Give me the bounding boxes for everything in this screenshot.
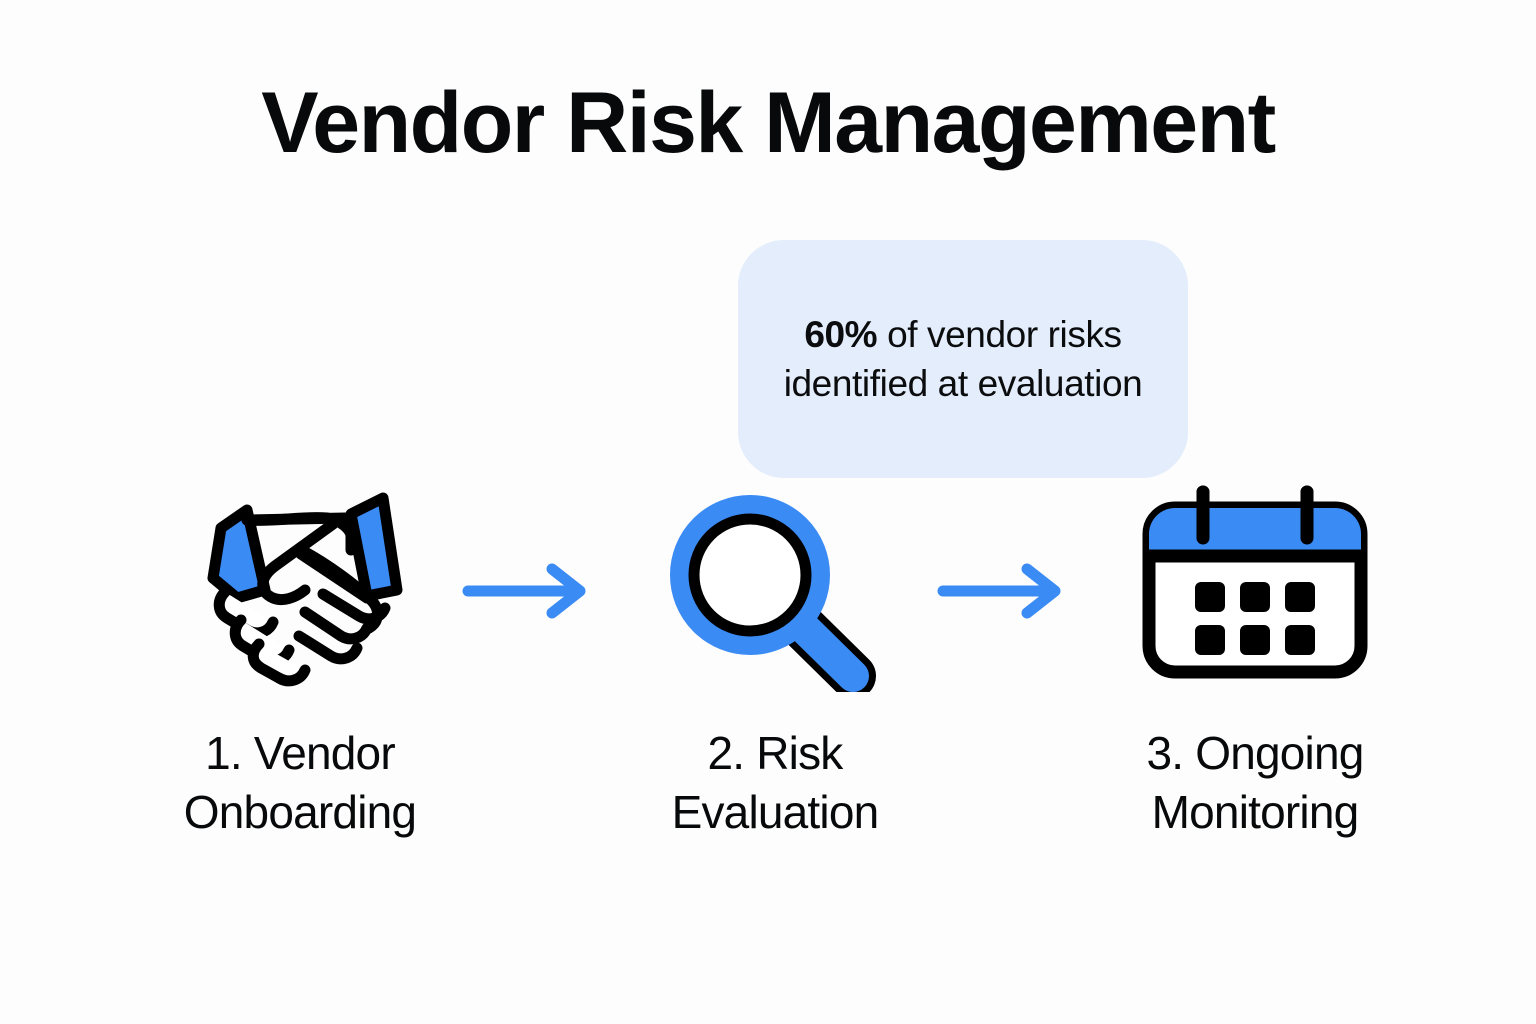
statistic-description: of vendor risks identified at evaluation [783,313,1143,404]
arrow-right-icon-2 [937,563,1061,619]
step-2-label-line-1: 2. Risk [707,727,844,779]
step-3-icon-wrap [1085,477,1425,692]
handshake-icon [207,492,403,686]
page-title: Vendor Risk Management [261,75,1276,171]
arrow-right-icon-1 [462,563,586,619]
step-1-label-line-1: 1. Vendor [205,727,396,779]
statistic-callout: 60% of vendor risks identified at evalua… [738,240,1188,478]
calendar-icon [1142,485,1368,679]
statistic-callout-text: 60% of vendor risks identified at evalua… [764,310,1162,408]
step-3-label: 3. Ongoing Monitoring [1085,724,1425,842]
step-1-label: 1. Vendor Onboarding [130,724,470,842]
step-2-icon-wrap [605,477,945,692]
step-3-label-line-2: Monitoring [1151,785,1360,838]
step-2-label-line-2: Evaluation [671,785,880,838]
step-3-label-line-1: 3. Ongoing [1146,727,1364,779]
magnifying-glass-icon [670,495,876,692]
step-ongoing-monitoring: 3. Ongoing Monitoring [1085,477,1425,842]
statistic-highlight: 60% [804,313,878,355]
step-vendor-onboarding: 1. Vendor Onboarding [130,477,470,842]
step-1-icon-wrap [130,477,470,692]
step-1-label-line-2: Onboarding [183,785,417,838]
step-2-label: 2. Risk Evaluation [605,724,945,842]
step-risk-evaluation: 2. Risk Evaluation [605,477,945,842]
